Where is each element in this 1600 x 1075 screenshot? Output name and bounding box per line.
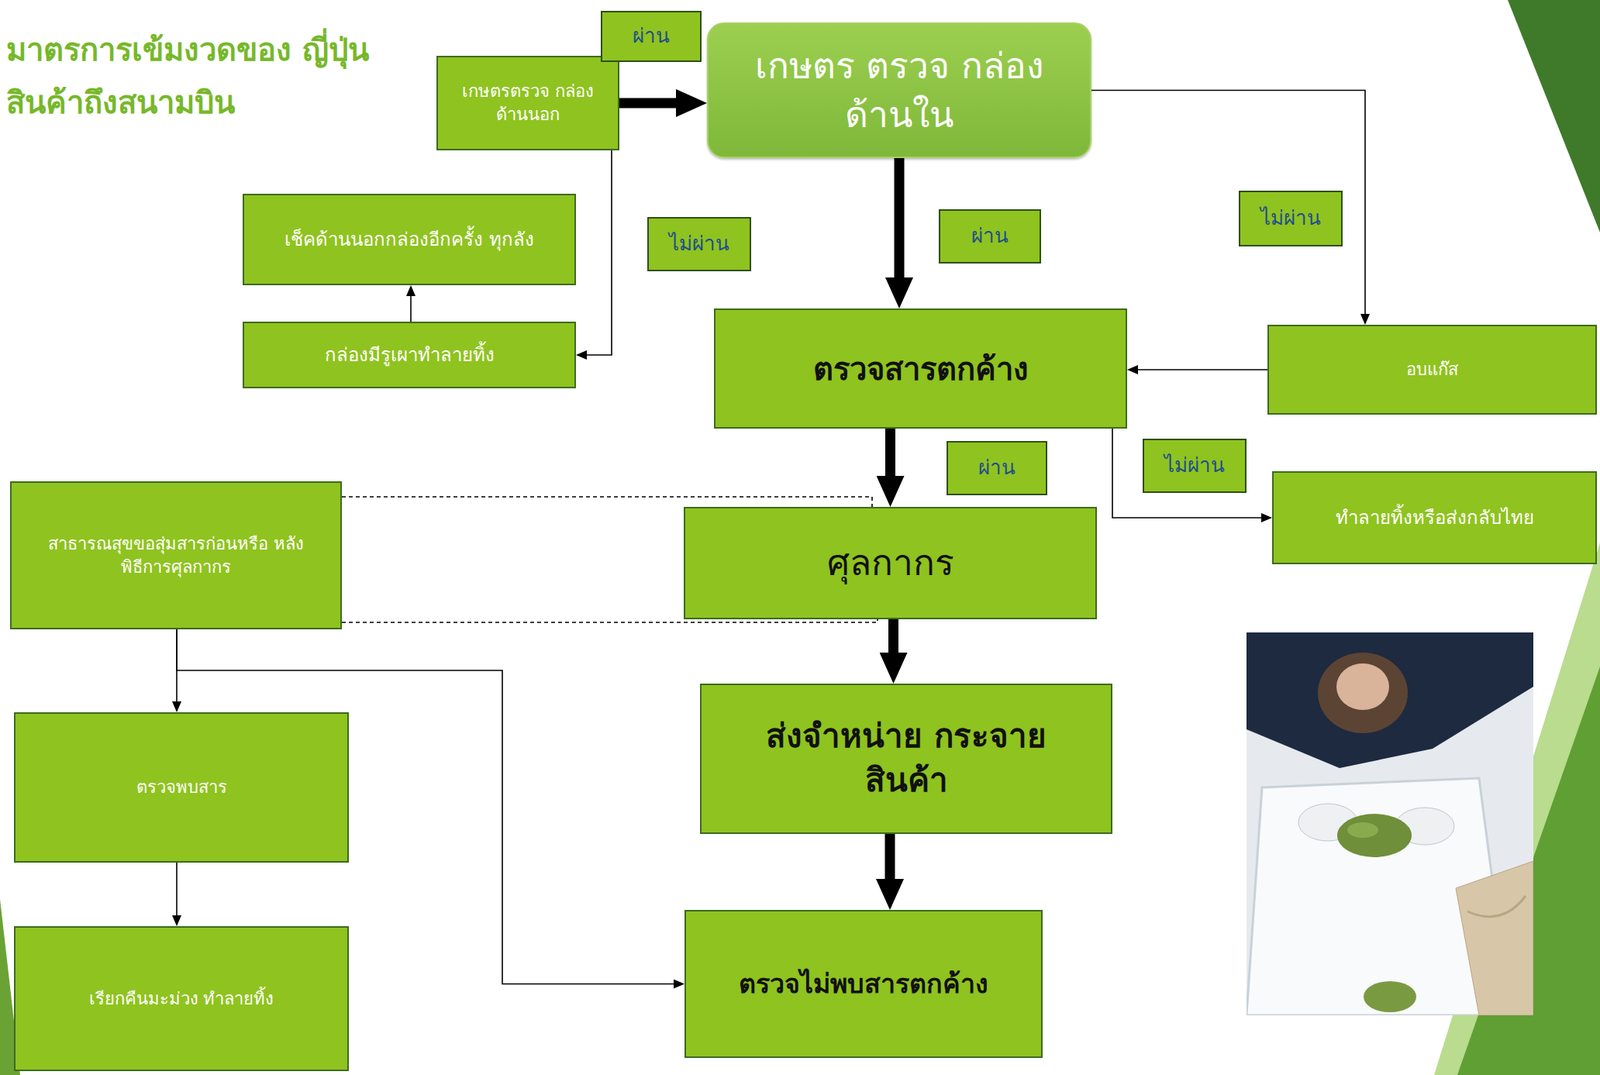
box-text: ตรวจพบสาร <box>136 775 228 800</box>
process-box: กล่องมีรูเผาทำลายทิ้ง <box>242 321 576 389</box>
edge-label-box: ผ่าน <box>600 10 702 63</box>
dashed-connector <box>341 619 878 623</box>
edge-label: ไม่ผ่าน <box>1260 206 1321 231</box>
mango <box>1363 981 1417 1013</box>
flow-arrow <box>175 862 178 916</box>
flow-arrow <box>1091 90 1366 315</box>
box-text: กล่องมีรูเผาทำลายทิ้ง <box>324 342 495 368</box>
jacket <box>1246 632 1534 769</box>
edge-label-box: ไม่ผ่าน <box>1142 438 1247 494</box>
box-text: ตรวจไม่พบสารตกค้าง <box>738 966 989 1003</box>
process-box: ทำลายทิ้งหรือส่งกลับไทย <box>1272 471 1597 565</box>
edge-label-box: ผ่าน <box>946 441 1048 496</box>
process-box: เกษตรตรวจ กล่องด้านนอก <box>436 55 620 151</box>
process-box: อบแก๊ส <box>1267 324 1597 415</box>
process-box: เช็คด้านนอกกล่องอีกครั้ง ทุกลัง <box>242 193 576 286</box>
scalp <box>1336 663 1390 711</box>
corner-band <box>1507 0 1600 233</box>
box-text: สาธารณสุขขอสุ่มสารก่อนหรือ หลัง พิธีการศ… <box>34 532 318 579</box>
edge-label: ไม่ผ่าน <box>668 231 730 256</box>
process-box: สาธารณสุขขอสุ่มสารก่อนหรือ หลัง พิธีการศ… <box>10 481 342 630</box>
photo-ground <box>1246 632 1534 1016</box>
box-text: เช็คด้านนอกกล่องอีกครั้ง ทุกลัง <box>284 227 535 252</box>
mango <box>1337 813 1412 858</box>
process-box: ส่งจำหน่าย กระจาย สินค้า <box>700 683 1113 835</box>
flow-arrow <box>894 158 905 278</box>
flow-arrow <box>1137 368 1268 371</box>
box-text: เกษตรตรวจ กล่องด้านนอก <box>447 79 609 126</box>
rounded-process-box: เกษตร ตรวจ กล่องด้านใน <box>706 22 1092 159</box>
bag <box>1455 861 1534 1016</box>
flow-arrow <box>619 98 676 109</box>
edge-label-box: ผ่าน <box>938 209 1042 264</box>
box-text: อบแก๊ส <box>1406 358 1459 382</box>
dashed-connector <box>341 496 873 507</box>
slide-title: มาตรการเข้มงวดของ ญี่ปุ่น สินค้าถึงสนามบ… <box>6 23 425 129</box>
inspection-photo <box>1246 632 1534 1016</box>
flow-arrow <box>410 296 412 322</box>
process-box: ตรวจไม่พบสารตกค้าง <box>684 910 1043 1059</box>
box-text: ตรวจสารตกค้าง <box>813 348 1029 390</box>
edge-label: ผ่าน <box>978 455 1016 480</box>
box-text: ศุลกากร <box>827 538 955 587</box>
box-text: เกษตร ตรวจ กล่องด้านใน <box>739 41 1059 138</box>
edge-label: ไม่ผ่าน <box>1164 453 1225 478</box>
edge-label: ผ่าน <box>632 24 670 49</box>
process-box: เรียกคืนมะม่วง ทำลายทิ้ง <box>13 926 349 1072</box>
bag-fold <box>1467 896 1526 918</box>
flow-arrow <box>885 428 896 476</box>
box-text: เรียกคืนมะม่วง ทำลายทิ้ง <box>89 987 275 1011</box>
process-box: ตรวจพบสาร <box>13 712 349 863</box>
box-text: ส่งจำหน่าย กระจาย สินค้า <box>740 714 1073 803</box>
hair <box>1317 652 1408 734</box>
flow-arrow <box>1112 428 1262 518</box>
mango-highlight <box>1347 822 1379 838</box>
flow-arrow <box>586 150 612 356</box>
edge-label: ผ่าน <box>971 224 1009 249</box>
box-text: ทำลายทิ้งหรือส่งกลับไทย <box>1335 505 1535 531</box>
process-box: ศุลกากร <box>683 506 1097 620</box>
flow-arrow <box>885 834 896 880</box>
edge-label-box: ไม่ผ่าน <box>1238 190 1343 247</box>
edge-label-box: ไม่ผ่าน <box>647 217 752 272</box>
flow-arrow <box>888 619 899 653</box>
process-box: ตรวจสารตกค้าง <box>713 308 1128 429</box>
